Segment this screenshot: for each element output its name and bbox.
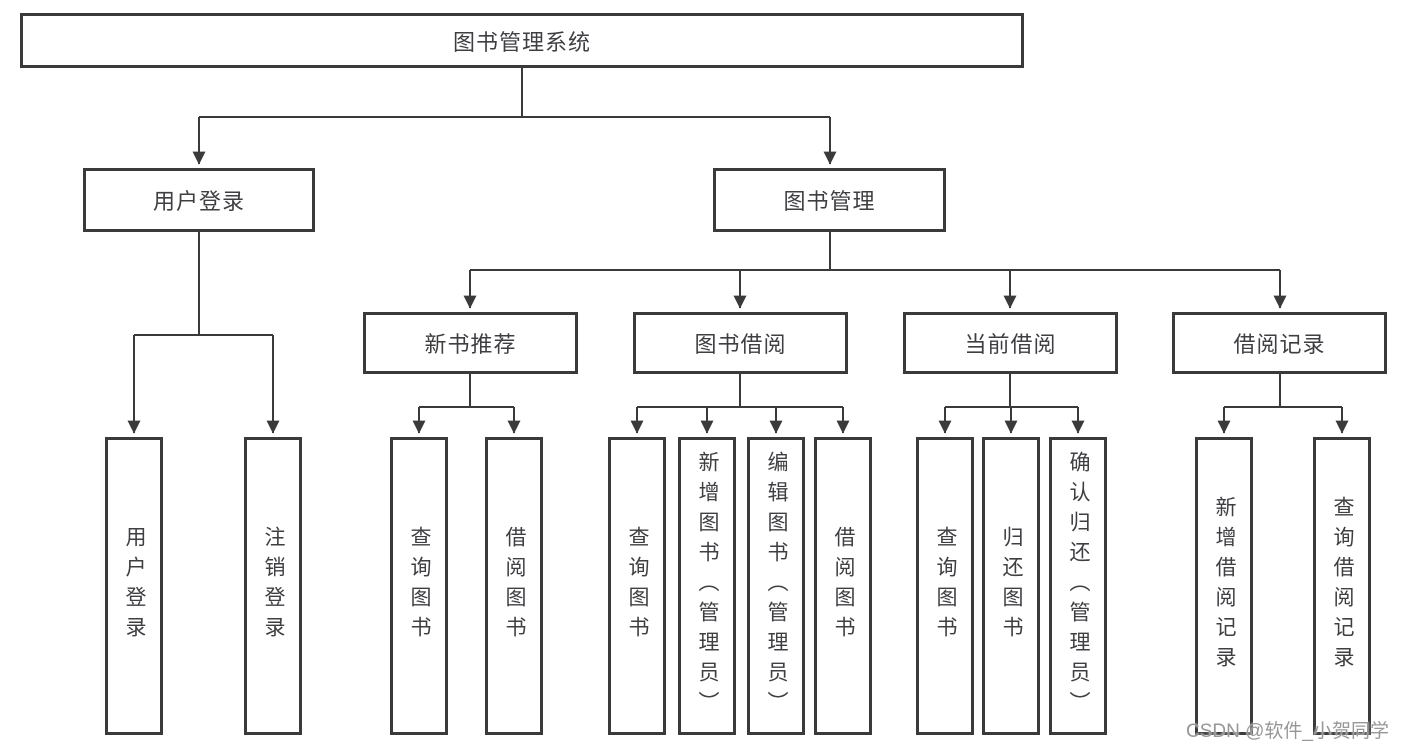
node-borrowing-records: 借阅记录 <box>1172 312 1387 374</box>
leaf-label: 查询图书 <box>626 526 649 646</box>
csdn-watermark: CSDN @软件_小贺同学 <box>1186 721 1389 742</box>
leaf-borrow-books-newbooks: 借阅图书 <box>485 437 543 735</box>
leaf-query-books-newbooks: 查询图书 <box>390 437 448 735</box>
leaf-label: 查询图书 <box>934 526 957 646</box>
node-new-book-recommendation: 新书推荐 <box>363 312 578 374</box>
leaf-edit-books-admin: 编辑图书（管理员） <box>747 437 805 735</box>
leaf-label: 确认归还（管理员） <box>1067 451 1090 721</box>
leaf-confirm-return-admin: 确认归还（管理员） <box>1049 437 1107 735</box>
leaf-label: 借阅图书 <box>832 526 855 646</box>
node-label: 图书借阅 <box>694 332 787 357</box>
leaf-label: 新增图书（管理员） <box>696 451 719 721</box>
leaf-return-books: 归还图书 <box>982 437 1040 735</box>
node-label: 图书管理系统 <box>452 29 591 55</box>
leaf-label: 注销登录 <box>262 526 285 646</box>
leaf-label: 归还图书 <box>1000 526 1023 646</box>
leaf-user-login: 用户登录 <box>105 437 163 735</box>
leaf-add-borrow-record: 新增借阅记录 <box>1195 437 1253 735</box>
node-label: 新书推荐 <box>424 332 517 357</box>
leaf-label: 新增借阅记录 <box>1213 496 1236 676</box>
node-user-login-module: 用户登录 <box>83 168 315 232</box>
leaf-label: 用户登录 <box>123 526 146 646</box>
node-book-borrowing: 图书借阅 <box>633 312 848 374</box>
leaf-logout: 注销登录 <box>244 437 302 735</box>
node-book-management-module: 图书管理 <box>713 168 946 232</box>
leaf-label: 借阅图书 <box>503 526 526 646</box>
node-label: 借阅记录 <box>1233 332 1326 357</box>
leaf-label: 查询借阅记录 <box>1331 496 1354 676</box>
leaf-borrow-books-borrowing: 借阅图书 <box>814 437 872 735</box>
leaf-label: 编辑图书（管理员） <box>765 451 788 721</box>
node-label: 图书管理 <box>783 189 876 214</box>
node-current-borrowing: 当前借阅 <box>903 312 1118 374</box>
leaf-query-books-current: 查询图书 <box>916 437 974 735</box>
node-library-management-system: 图书管理系统 <box>20 13 1024 68</box>
leaf-query-borrow-record: 查询借阅记录 <box>1313 437 1371 735</box>
leaf-add-books-admin: 新增图书（管理员） <box>678 437 736 735</box>
node-label: 当前借阅 <box>964 332 1057 357</box>
node-label: 用户登录 <box>152 189 245 214</box>
leaf-label: 查询图书 <box>408 526 431 646</box>
leaf-query-books-borrowing: 查询图书 <box>608 437 666 735</box>
